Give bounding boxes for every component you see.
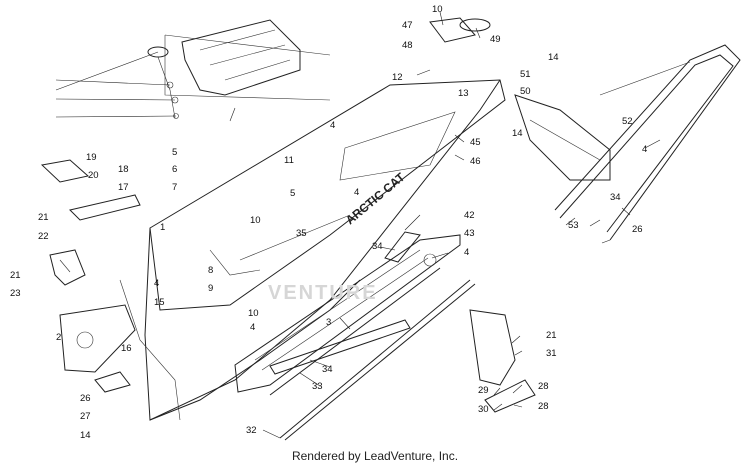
tunnel-part [119, 79, 506, 421]
callout-19: 19 [86, 152, 97, 163]
callout-4-d: 4 [354, 187, 359, 198]
callout-13: 13 [458, 88, 469, 99]
callout-21-c: 21 [546, 330, 557, 341]
callout-17: 17 [118, 182, 129, 193]
callout-34-a: 34 [610, 192, 621, 203]
callout-26-c: 28 [538, 401, 549, 412]
callout-5-a: 5 [290, 188, 295, 199]
callout-31: 32 [246, 425, 257, 436]
callout-6: 6 [172, 164, 177, 175]
callout-14-c: 14 [80, 430, 91, 441]
callout-30: 31 [546, 348, 557, 359]
callout-37: 45 [470, 137, 481, 148]
footer-credit: Rendered by LeadVenture, Inc. [291, 449, 459, 463]
callout-3: 3 [326, 317, 331, 328]
callout-11: 11 [284, 155, 294, 166]
callout-2: 2 [56, 332, 61, 343]
callout-14-a: 14 [548, 52, 559, 63]
callout-25: 26 [80, 393, 91, 404]
callout-38: 46 [470, 156, 481, 167]
callout-24: 26 [632, 224, 643, 235]
callout-8: 8 [208, 265, 213, 276]
callout-9: 9 [208, 283, 213, 294]
callout-10-b: 10 [250, 215, 261, 226]
callout-14-b: 14 [512, 128, 523, 139]
callout-43: 51 [520, 69, 531, 80]
taillight-part [514, 94, 611, 181]
seat-part [164, 19, 331, 101]
cover-part [40, 159, 90, 183]
callout-4-a: 4 [642, 144, 647, 155]
callout-22: 22 [38, 231, 49, 242]
callout-35: 42 [464, 210, 475, 221]
callout-33: 34 [322, 364, 333, 375]
callout-36: 43 [464, 228, 475, 239]
callout-20: 20 [88, 170, 99, 181]
callout-27: 28 [538, 381, 549, 392]
callout-45: 53 [568, 220, 579, 231]
leader-lines [55, 11, 661, 439]
callout-4-f: 4 [250, 322, 255, 333]
callout-4-e: 4 [154, 278, 159, 289]
callout-4-b: 4 [464, 247, 469, 258]
callout-1: 1 [160, 222, 165, 233]
watermark: VENTURE [268, 282, 378, 304]
hitch-bracket-part [429, 17, 491, 43]
center-plate-part [59, 304, 136, 373]
rail-parts [269, 267, 476, 441]
callout-40: 48 [402, 40, 413, 51]
callout-15: 15 [154, 297, 165, 308]
callout-18: 18 [118, 164, 129, 175]
callout-4-c: 4 [330, 120, 335, 131]
callout-29: 30 [478, 404, 489, 415]
callout-42: 50 [520, 86, 531, 97]
callout-41: 49 [490, 34, 501, 45]
callout-28: 29 [478, 385, 489, 396]
footwell-bracket-part [49, 249, 86, 286]
snow-flap-bracket-part [469, 309, 536, 413]
callout-16: 16 [121, 343, 132, 354]
callout-34-b: 34 [372, 241, 383, 252]
seat-cap-part [147, 46, 179, 119]
callout-12: 12 [392, 72, 403, 83]
running-board-part [234, 234, 461, 393]
callout-23: 23 [10, 288, 21, 299]
arctic-cat-decal: ARCTIC CAT [343, 170, 408, 228]
rear-bumper-part [554, 44, 741, 241]
callouts: 10 47 48 49 12 13 14 51 50 14 52 4 45 46… [10, 4, 647, 441]
side-plate-part [384, 231, 437, 267]
callout-21-a: 21 [38, 212, 49, 223]
callout-39: 47 [402, 20, 413, 31]
callout-32: 33 [312, 381, 323, 392]
brace-part [69, 194, 141, 221]
callout-10-c: 10 [248, 308, 259, 319]
callout-26-a: 27 [80, 411, 91, 422]
callout-34-c: 35 [296, 228, 307, 239]
callout-21-b: 21 [10, 270, 21, 281]
callout-7: 7 [172, 182, 177, 193]
callout-5-b: 5 [172, 147, 177, 158]
callout-10-a: 10 [432, 4, 443, 15]
lower-plate-part [94, 371, 131, 393]
callout-44: 52 [622, 116, 633, 127]
